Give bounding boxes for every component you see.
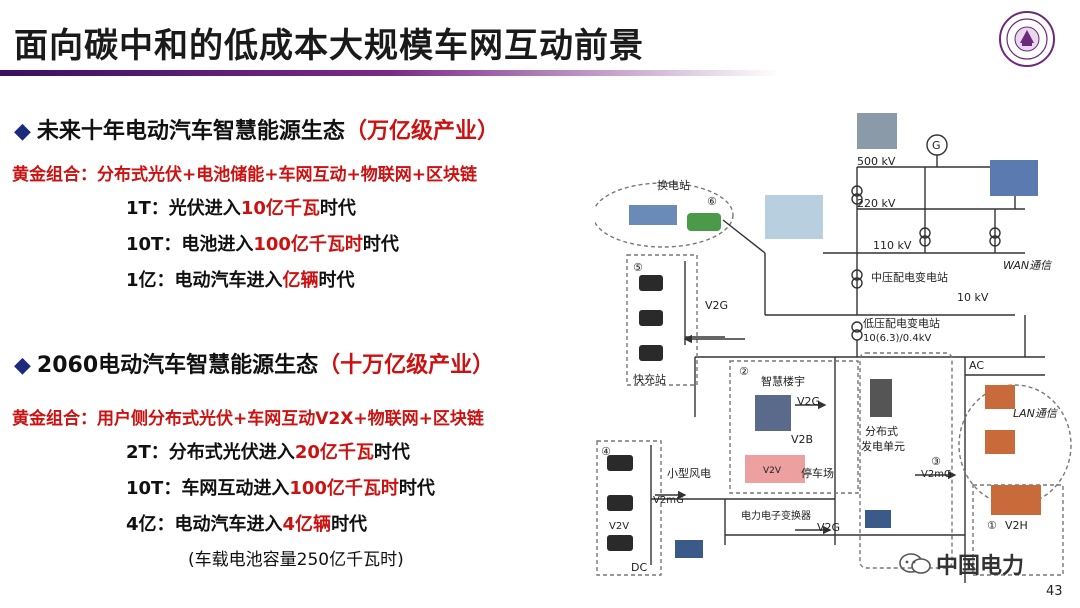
low-substation-label: 低压配电变电站 [863,316,940,330]
home-number: ① [987,519,997,532]
section1-scale: （万亿级产业） [344,119,499,144]
wan-label: WAN通信 [1003,259,1053,272]
v2g-label-b: V2G [797,395,820,408]
fast-charge-label: 快充站 [633,372,666,386]
section2-heading: ◆2060电动汽车智慧能源生态（十万亿级产业） [14,347,494,379]
smart-building-number: ② [739,365,749,378]
generator-label: G [932,139,941,152]
kv110-label: 110 kV [873,239,912,252]
section1-item-3: 1亿：电动汽车进入亿辆时代 [126,270,355,291]
section1-item-1: 1T：光伏进入10亿千瓦时代 [126,198,356,219]
swap-station-label: 换电站 [657,178,690,192]
university-seal-icon [999,11,1055,67]
section2-heading-text: 2060电动汽车智慧能源生态 [36,353,319,378]
pe-converter-label: 电力电子变换器 [741,509,811,522]
swap-station-number: ⑥ [707,195,717,208]
page-number: 43 [1046,584,1063,599]
fast-charge-number: ⑤ [633,261,643,274]
v2v-label-b: V2V [609,521,629,532]
low-voltage-label: 10(6.3)/0.4kV [863,333,931,344]
v2mg-label-b: V2mG [921,469,952,480]
section2-combo: 黄金组合：用户侧分布式光伏+车网互动V2X+物联网+区块链 [12,409,484,429]
page-title: 面向碳中和的低成本大规模车网互动前景 [14,26,644,66]
dist-gen-label: 分布式 [865,425,898,438]
vehicle-grid-diagram: G 500 kV 220 kV 110 kV 10 kV WAN通信 LAN通信… [595,113,1072,583]
dist-gen-number: ③ [931,455,941,468]
section1-item-2: 10T：电池进入100亿千瓦时时代 [126,234,399,255]
smart-building-label: 智慧楼宇 [761,374,805,388]
title-underline [0,70,780,76]
dc-label: DC [631,561,647,574]
diamond-bullet-icon: ◆ [14,119,31,144]
section2-item-3: 4亿：电动汽车进入4亿辆时代 [126,514,368,535]
kv220-label: 220 kV [857,197,896,210]
v2h-label: V2H [1005,519,1028,532]
lower-left-number: ④ [601,445,611,458]
watermark-text: 中国电力 [936,554,1025,579]
kv500-label: 500 kV [857,155,896,168]
diamond-bullet-icon: ◆ [14,353,31,378]
v2v-label-a: V2V [763,466,782,476]
chat-bubble-icon [899,553,931,574]
lan-label: LAN通信 [1013,407,1059,420]
small-wind-label: 小型风电 [667,466,711,480]
mid-substation-label: 中压配电变电站 [871,270,948,284]
kv10-label: 10 kV [957,291,989,304]
ac-label: AC [969,359,984,372]
section2-scale: （十万亿级产业） [318,353,495,378]
dist-gen-label-2: 发电单元 [861,439,905,453]
section2-note: (车载电池容量250亿千瓦时) [188,550,404,570]
watermark: 中国电力 [898,548,1024,580]
v2g-label-c: V2G [817,521,840,534]
section2-item-2: 10T：车网互动进入100亿千瓦时时代 [126,478,435,499]
v2b-label: V2B [791,433,813,446]
parking-label: 停车场 [801,466,834,480]
section1-heading: ◆未来十年电动汽车智慧能源生态（万亿级产业） [14,113,499,145]
v2mg-label-a: V2mG [653,495,684,506]
section1-heading-text: 未来十年电动汽车智慧能源生态 [36,119,345,144]
section2-item-1: 2T：分布式光伏进入20亿千瓦时代 [126,442,410,463]
v2g-label-a: V2G [705,299,728,312]
section1-combo: 黄金组合：分布式光伏+电池储能+车网互动+物联网+区块链 [12,165,477,185]
